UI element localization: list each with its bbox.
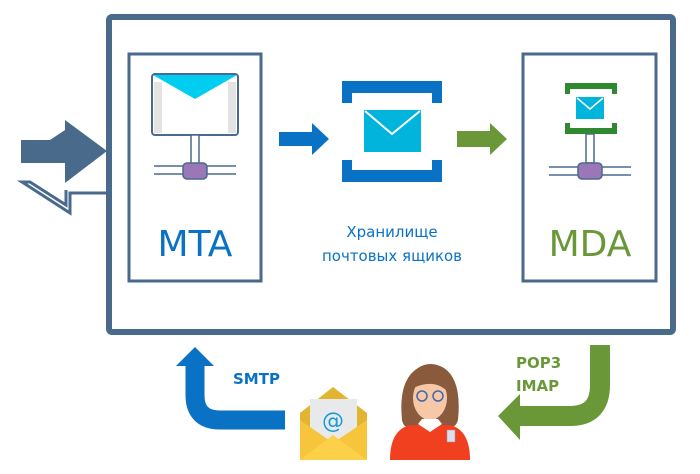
user-avatar (390, 364, 470, 460)
mda-label: MDA (549, 224, 632, 265)
mda-mailbox-icon (565, 83, 617, 134)
mta-envelope-icon (151, 73, 239, 136)
smtp-label: SMTP (233, 370, 280, 388)
mailbox-storage-icon (342, 81, 442, 182)
storage-label-line2: почтовых ящиков (322, 247, 462, 265)
pop3-label: POP3 (516, 354, 561, 372)
mta-box: MTA (127, 52, 263, 283)
storage-label-line1: Хранилище (346, 223, 437, 241)
network-connector-icon (549, 133, 631, 180)
imap-label: IMAP (516, 377, 559, 395)
pop3-imap-arrow-icon (498, 345, 610, 440)
incoming-arrow-icon (21, 120, 107, 183)
network-connector-icon (154, 134, 236, 180)
email-envelope-icon: @ (300, 387, 367, 460)
storage-to-mda-arrow-icon (457, 123, 507, 155)
mta-label: MTA (158, 224, 233, 265)
mda-box: MDA (521, 52, 658, 283)
mta-to-storage-arrow-icon (279, 123, 329, 155)
server-frame (106, 14, 676, 335)
smtp-arrow-icon (176, 347, 285, 430)
outgoing-arrow-icon (16, 180, 107, 216)
at-sign-icon: @ (322, 409, 344, 434)
